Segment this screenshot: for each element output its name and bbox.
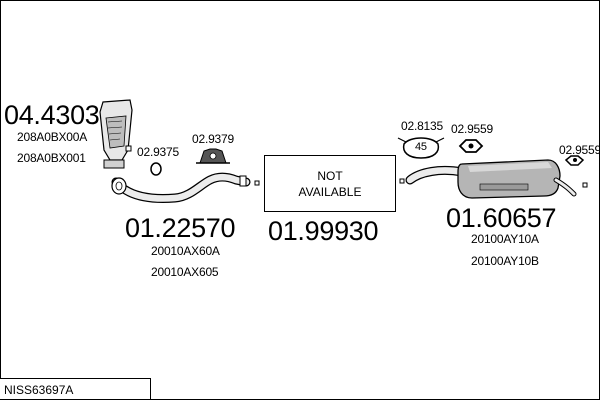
not-available-line-1: NOT (317, 168, 343, 183)
not-available-box: NOT AVAILABLE (264, 155, 396, 212)
clamp-part-number: 02.8135 (401, 119, 443, 133)
not-available-line-2: AVAILABLE (298, 184, 362, 199)
clamp-size-badge: 45 (415, 141, 427, 153)
catalytic-converter-part-number: 04.4303 (4, 100, 100, 130)
front-pipe-part-number: 01.22570 (125, 213, 236, 243)
system-code: NISS63697A (4, 383, 74, 397)
clamp-drawing (397, 137, 445, 159)
rear-silencer-ref-1: 20100AY10A (471, 232, 539, 246)
rubber-mount-part-number-2: 02.9559 (559, 143, 600, 157)
catalytic-converter-drawing (99, 99, 133, 169)
catalytic-converter-ref-1: 208A0BX00A (17, 130, 88, 144)
mounting-bracket-drawing (196, 148, 230, 164)
middle-silencer-part-number: 01.99930 (268, 216, 379, 246)
front-pipe-ref-1: 20010AX60A (151, 244, 220, 258)
rubber-mount-part-number-1: 02.9559 (451, 122, 493, 136)
system-code-box: NISS63697A (0, 378, 151, 400)
rubber-mount-drawing (458, 139, 484, 153)
rear-silencer-part-number: 01.60657 (446, 203, 557, 233)
front-pipe-ref-2: 20010AX605 (151, 265, 219, 279)
rear-silencer-drawing (399, 159, 588, 199)
mounting-bracket-part-number: 02.9379 (192, 132, 234, 146)
gasket-drawing (150, 162, 162, 176)
rear-silencer-ref-2: 20100AY10B (471, 254, 539, 268)
gasket-part-number: 02.9375 (137, 145, 179, 159)
front-pipe-drawing (111, 172, 260, 203)
catalytic-converter-ref-2: 208A0BX001 (17, 151, 86, 165)
rubber-mount-drawing (564, 155, 585, 166)
